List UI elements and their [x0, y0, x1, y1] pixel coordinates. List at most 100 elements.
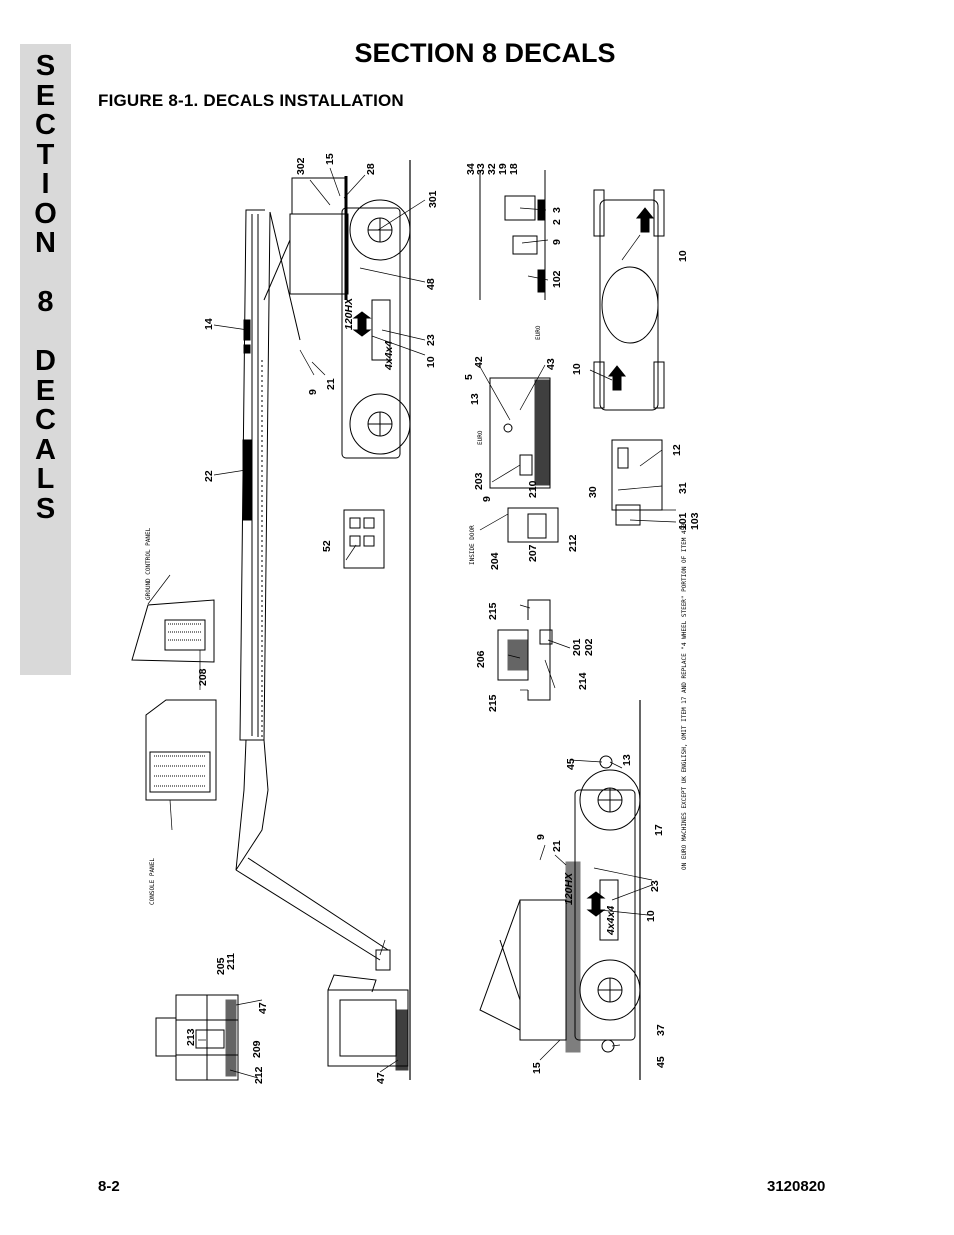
callout: 48	[425, 278, 437, 290]
ground-control-panel	[131, 599, 215, 663]
callout: 9	[535, 834, 547, 840]
callout: 21	[551, 840, 563, 852]
tab-letter: S	[35, 492, 56, 525]
inside-door	[507, 507, 559, 543]
callout: 203	[473, 472, 485, 490]
callout: 17	[653, 824, 665, 836]
callout: 201	[571, 638, 583, 656]
callout: 212	[253, 1066, 265, 1084]
model-wordmark-side: 120HX	[563, 872, 575, 905]
page-title: SECTION 8 DECALS	[354, 38, 616, 68]
callout: 10	[571, 363, 583, 375]
callout: 15	[324, 153, 336, 165]
callout: 30	[587, 486, 599, 498]
callout: 2	[551, 219, 563, 225]
euro-note: ON EURO MACHINES EXCEPT UK ENGLISH, OMIT…	[681, 523, 688, 870]
counterweight	[291, 177, 347, 215]
callout: 9	[307, 389, 319, 395]
callout: 5	[463, 374, 475, 380]
callout: 210	[527, 480, 539, 498]
callout: 214	[577, 672, 589, 690]
tab-letter: N	[35, 227, 56, 259]
callout: 211	[225, 953, 237, 970]
callout: 209	[251, 1040, 263, 1058]
callout: 10	[425, 356, 437, 368]
callout: 22	[203, 470, 215, 482]
euro-label: EURO	[535, 325, 542, 340]
callout-group: 302 15 28 301 48 23 10 9 21 14 22 34 33 …	[185, 153, 701, 1084]
console-panel-label: CONSOLE PANEL	[149, 858, 156, 905]
tab-letter: C	[35, 404, 56, 436]
ground-control-panel-label: GROUND CONTROL PANEL	[145, 527, 152, 600]
callout: 207	[527, 544, 539, 562]
callout: 101	[677, 512, 689, 530]
callout: 19	[497, 163, 509, 175]
callout: 42	[473, 356, 485, 368]
tab-letter: D	[35, 345, 56, 377]
jib-knuckle	[235, 789, 269, 871]
callout: 45	[655, 1056, 667, 1068]
callout: 18	[508, 163, 520, 175]
callout: 23	[649, 880, 661, 892]
callout: 21	[325, 378, 337, 390]
callout: 13	[621, 754, 633, 766]
callout: 47	[375, 1072, 387, 1084]
main-boom	[239, 209, 271, 741]
tab-letter: A	[35, 433, 56, 466]
figure-title: FIGURE 8-1. DECALS INSTALLATION	[98, 91, 404, 110]
callout: 212	[567, 534, 579, 552]
badge-4x4x4	[371, 299, 391, 361]
decal-52	[343, 509, 385, 569]
footer-page-number: 8-2	[98, 1178, 120, 1195]
callout: 13	[469, 393, 481, 405]
turntable	[289, 213, 349, 295]
model-wordmark: 120HX	[343, 297, 355, 330]
tab-letter: O	[34, 197, 57, 230]
chassis	[341, 207, 401, 459]
footer-doc-number: 3120820	[767, 1178, 826, 1195]
callout: 102	[551, 270, 563, 288]
boom-decal	[242, 439, 252, 521]
callout: 28	[365, 163, 377, 175]
callout: 10	[677, 250, 689, 262]
callout: 9	[481, 496, 493, 502]
callout: 33	[475, 163, 487, 175]
callout: 15	[531, 1062, 543, 1074]
callout: 205	[215, 957, 227, 975]
callout: 202	[583, 638, 595, 656]
callout: 23	[425, 334, 437, 346]
callout: 47	[257, 1002, 269, 1014]
tab-letter: C	[35, 109, 56, 141]
turntable-side	[519, 899, 567, 1041]
callout: 204	[489, 552, 501, 570]
callout: 213	[185, 1028, 197, 1046]
inside-door-label: INSIDE DOOR	[469, 525, 476, 565]
callout: 52	[321, 540, 333, 552]
chassis-side	[574, 789, 636, 1041]
callout: 32	[486, 163, 498, 175]
euro-label: EURO	[477, 430, 484, 445]
callout: 31	[677, 482, 689, 494]
section-tab: S E C T I O N 8 D E C A L S	[20, 44, 71, 675]
tab-letter: S	[35, 50, 56, 82]
callout: 45	[565, 758, 577, 770]
wheel	[349, 393, 411, 455]
callout: 215	[487, 694, 499, 712]
tab-letter: I	[41, 168, 50, 200]
callout: 103	[689, 512, 701, 530]
tab-letter: E	[35, 79, 56, 112]
tab-letter: 8	[37, 286, 54, 318]
callout: 14	[203, 318, 215, 330]
tab-letter: E	[35, 374, 56, 407]
callout: 3	[551, 207, 563, 213]
frame-decal	[504, 195, 536, 221]
callout: 12	[671, 444, 683, 456]
callout: 37	[655, 1024, 667, 1036]
tab-letter: T	[36, 138, 55, 171]
callout: 302	[295, 157, 307, 175]
section-tab-letters: S E C T I O N 8 D E C A L S	[20, 50, 71, 525]
engine-compartment	[489, 377, 551, 489]
callout: 208	[197, 668, 209, 686]
callout: 43	[545, 358, 557, 370]
